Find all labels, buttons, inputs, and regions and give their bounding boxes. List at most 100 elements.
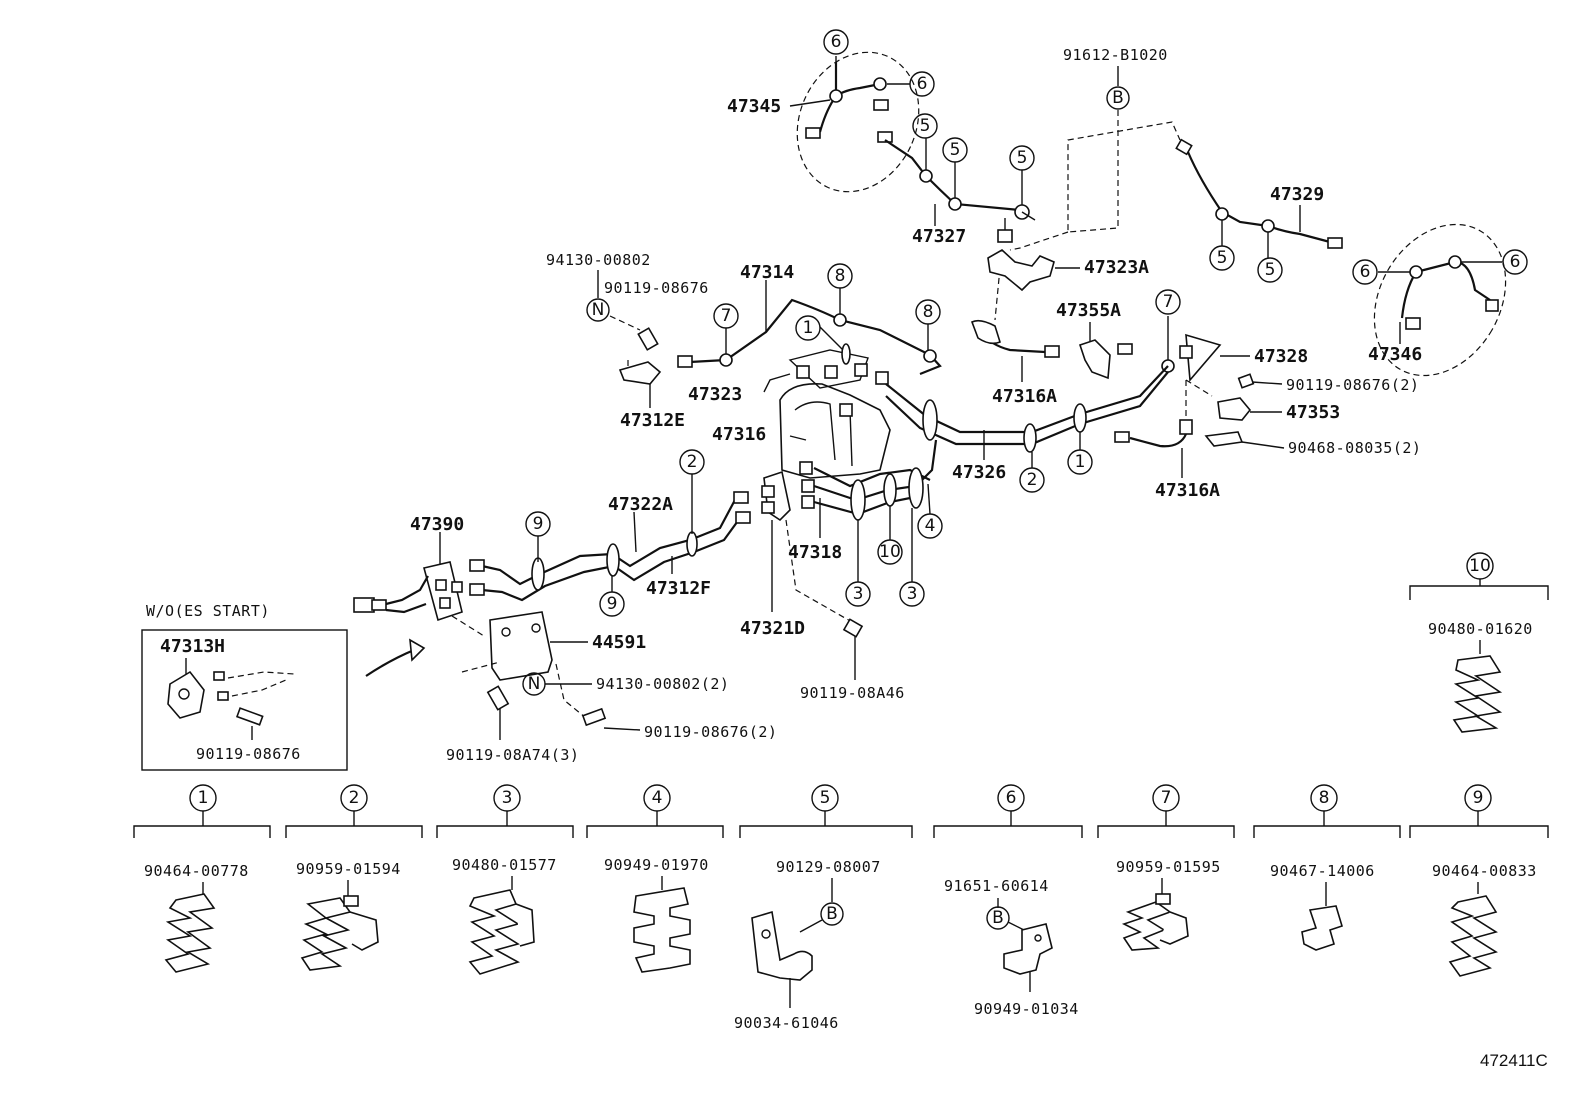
part-label-90119-08676-upper: 90119-08676 [604,279,709,297]
clamp-legend-8: 8 90467-14006 [1253,784,1401,951]
bolt-90119 [235,707,264,726]
fitting [805,127,821,139]
bolt-90119 [1237,373,1255,389]
part-label-47346: 47346 [1368,344,1422,365]
callout-circle [912,113,938,139]
callout-circle [679,449,705,475]
bracket-line [586,811,724,838]
part-label-47322a: 47322A [608,494,673,515]
clamp-legend-2: 2 90959-01594 [285,784,423,971]
bracket-line [739,811,913,838]
part-label-90468-08035-2: 90468-08035(2) [1288,439,1421,457]
callout-number: 9 [607,594,618,614]
clamp-legend-5: 5 90129-08007 B 90034-61046 [734,784,913,1032]
inset-title: W/O(ES START) [146,602,270,620]
fitting [1179,419,1193,435]
clamp-part-label: 90129-08007 [776,858,881,876]
fitting [1485,299,1499,312]
leader-line [789,435,807,441]
hidden-line [1067,110,1181,233]
clip-90468 [1204,431,1244,447]
bracket-line [436,811,574,838]
callout-number: 1 [1075,452,1086,472]
clamp-legend-6: 6 91651-60614 B 90949-01034 [933,784,1083,1018]
clamp-extra-label: 90949-01034 [974,1000,1079,1018]
callout-number: 7 [1161,788,1172,808]
bracket-line [285,811,423,838]
fitting [873,99,889,111]
fitting [1044,345,1060,358]
leader-line [927,483,931,515]
flexible-hose-lower-group: 47316A [1114,419,1220,501]
connector [353,597,375,613]
fitting [824,365,838,379]
leader-line [1251,381,1283,385]
junction-hole [178,688,190,700]
clamp-3-tab [515,903,535,947]
part-label-47314: 47314 [740,262,794,283]
actuator-detail [794,401,836,461]
leader-line [789,99,831,107]
fitting [213,671,225,681]
part-label-47390: 47390 [410,514,464,535]
callout-letter-b: B [826,904,838,924]
brake-detail-outline [796,51,920,193]
brake-tube-47318-c [813,494,921,516]
tube-47322a-group: 9 9 2 47322A 47312F [469,449,751,617]
leader-line [1021,211,1036,221]
leader-line [763,373,791,393]
hidden-line [451,615,485,637]
bracket-line [1409,579,1549,600]
clamp-part-label: 90959-01595 [1116,858,1221,876]
flexible-hose-upper-group: 47355A 47316A [970,300,1133,407]
callout-number: 5 [1265,260,1276,280]
callout-circle [1352,259,1378,285]
front-left-brake-tube-group: 47345 6 6 5 5 5 47327 [727,29,1036,247]
callout-circle [1019,467,1045,493]
bolt [581,707,607,727]
part-label-47323a: 47323A [1084,257,1149,278]
clamp-2-shape [300,897,352,971]
fitting [877,131,893,143]
junction-47313h [167,670,205,719]
clamp-part-label: 90464-00778 [144,862,249,880]
flexible-hose-47316a-lower [1129,433,1188,448]
inset-bolt-label: 90119-08676 [196,745,301,763]
brake-tube-47318-b [813,439,938,502]
connector-wire [385,575,429,606]
fitting [997,229,1013,243]
fitting [677,355,693,368]
clamp-10-part-label: 90480-01620 [1428,620,1533,638]
leader-line [633,511,637,553]
part-label-90119-08676-2-upper: 90119-08676(2) [1286,376,1419,394]
callout-number: 2 [1027,470,1038,490]
direction-arrow [365,648,415,677]
front-tube-47314-group: 94130-00802 90119-08676 N 47312E 7 8 8 4… [546,251,942,431]
callout-circle [1502,249,1528,275]
part-label-47316a-lower: 47316A [1155,480,1220,501]
part-label-47321d: 47321D [740,618,805,639]
fitting [854,363,868,377]
callout-circle [1209,245,1235,271]
fitting [875,371,889,385]
clamp-point [833,313,847,327]
figure-reference-code: 472411C [1480,1051,1548,1070]
clamp-part-label: 90480-01577 [452,856,557,874]
fitting [1114,431,1130,443]
clamp-point [1448,255,1462,269]
clamp-legend-9: 9 90464-00833 [1409,784,1549,977]
callout-circle [1067,449,1093,475]
callout-circle [915,299,941,325]
fitting [801,495,815,509]
leader-line [819,326,844,351]
clamp-point [873,77,887,91]
callout-number: 6 [917,74,928,94]
fitting [435,579,447,591]
callout-number: 3 [907,584,918,604]
hidden-line [1009,231,1069,251]
part-label-90119-08676-2-lower: 90119-08676(2) [644,723,777,741]
leader-line [603,727,641,731]
part-label-47326: 47326 [952,462,1006,483]
fitting [1179,345,1193,359]
part-label-47323: 47323 [688,384,742,405]
